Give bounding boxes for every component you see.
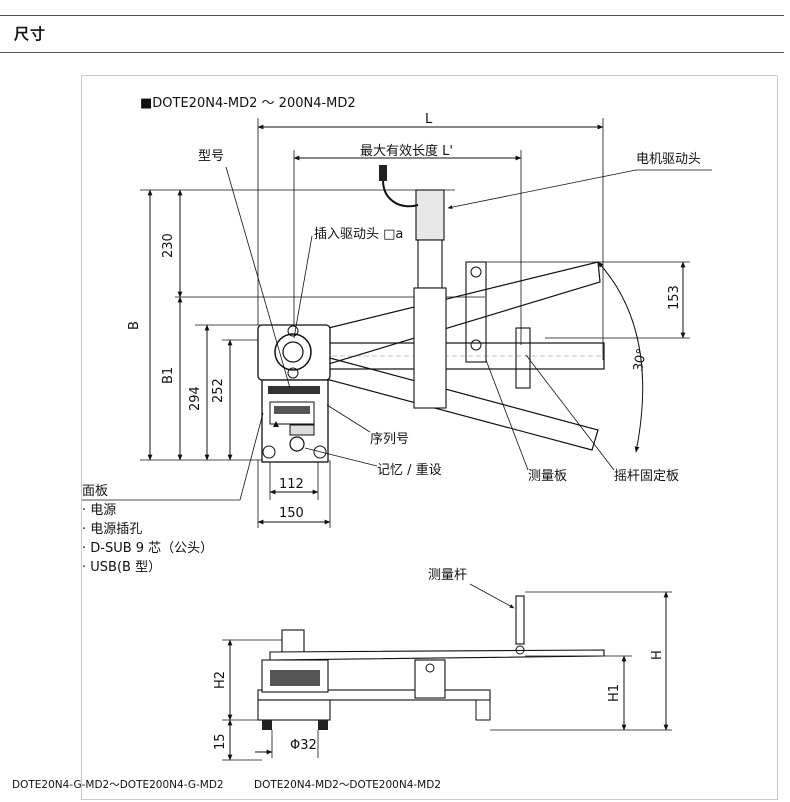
- leader-motor-head: [447, 169, 637, 210]
- leader-memory-reset: [304, 447, 378, 467]
- rocker-plate: [465, 261, 487, 363]
- drive-socket-inner: [282, 341, 304, 363]
- label-measure-rod: 测量杆: [428, 568, 467, 583]
- dim-230-label: 230: [161, 233, 176, 258]
- bolt: [287, 367, 299, 379]
- label-memory-reset: 记忆 / 重设: [377, 462, 442, 478]
- key-button: [289, 424, 315, 436]
- drive-socket-outer: [274, 333, 312, 371]
- section-title: 尺寸: [14, 25, 47, 43]
- side-arm: [269, 649, 605, 661]
- foot: [313, 445, 327, 459]
- dim-H2-label: H2: [213, 671, 228, 689]
- label-serial: 序列号: [370, 432, 409, 447]
- model-plate: [268, 386, 320, 394]
- dim-112-label: 112: [279, 477, 304, 492]
- warning-mark: [273, 421, 279, 427]
- dim-phi32-label: Φ32: [290, 738, 317, 753]
- drive-column: [413, 287, 447, 409]
- side-base-plate: [257, 689, 491, 701]
- dim-angle-label: 30°: [631, 347, 650, 372]
- arm-upper: [299, 261, 601, 373]
- side-rod-tip: [515, 645, 525, 655]
- label-model: 型号: [198, 149, 224, 164]
- dim-L-label: L: [425, 112, 433, 127]
- label-insert-drive: 插入驱动头 □a: [314, 227, 403, 242]
- panel-item: · 电源插孔: [82, 522, 142, 537]
- dim-294-label: 294: [188, 386, 203, 411]
- side-measure-plate: [414, 659, 446, 699]
- side-foot: [262, 720, 272, 730]
- side-foot-right: [475, 699, 491, 721]
- dim-15-label: 15: [213, 733, 228, 750]
- panel-leader: [239, 412, 264, 501]
- leader-measure-rod: [469, 583, 515, 609]
- dim-H1-label: H1: [607, 684, 622, 702]
- drive-shaft: [417, 239, 443, 289]
- panel-title: 面板: [82, 484, 108, 499]
- leader-rocker-plate: [525, 354, 615, 471]
- dim-B-label: B: [127, 321, 142, 330]
- motor-cable: [382, 179, 419, 208]
- panel-item: · 电源: [82, 503, 116, 518]
- panel-item: · D-SUB 9 芯（公头）: [82, 541, 213, 556]
- rocker-hole: [470, 339, 482, 351]
- motor-drive-head: [415, 189, 445, 241]
- bolt: [287, 325, 299, 337]
- cable-plug: [379, 165, 387, 181]
- memory-reset-button: [289, 436, 305, 452]
- label-rocker-plate: 摇杆固定板: [614, 469, 679, 484]
- drawing-frame: [81, 75, 778, 800]
- dim-150-label: 150: [279, 506, 304, 521]
- side-foot: [318, 720, 328, 730]
- caption-right: DOTE20N4-MD2～DOTE200N4-MD2: [254, 779, 441, 791]
- dim-B1-label: B1: [161, 367, 176, 384]
- leader-measure-plate: [485, 359, 529, 471]
- rocker-hole: [470, 266, 482, 278]
- dim-max-len-label: 最大有效长度 L': [360, 143, 453, 159]
- label-motor-head: 电机驱动头: [636, 152, 701, 167]
- display-screen: [274, 406, 310, 414]
- leader-model: [225, 166, 291, 389]
- series-title: ■DOTE20N4-MD2 ～ 200N4-MD2: [140, 96, 356, 111]
- arm-lower: [299, 349, 599, 451]
- dim-angle-arc: [597, 261, 644, 453]
- side-hole: [425, 663, 435, 673]
- leader-serial: [326, 404, 371, 433]
- dim-252-label: 252: [211, 378, 226, 403]
- dim-H-label: H: [650, 650, 665, 660]
- panel-item: · USB(B 型）: [82, 560, 161, 575]
- rocker-fixing-plate: [515, 327, 531, 389]
- header-rule-bottom: [0, 52, 784, 53]
- side-display: [270, 670, 320, 686]
- label-measure-plate: 测量板: [528, 469, 567, 484]
- head-housing: [257, 324, 331, 381]
- leader-insert-drive: [293, 235, 313, 339]
- dim-153-label: 153: [667, 285, 682, 310]
- section-header: 尺寸: [0, 0, 790, 70]
- side-base-block: [257, 699, 331, 721]
- side-measure-rod: [515, 595, 525, 645]
- header-rule-top: [0, 15, 784, 16]
- caption-left: DOTE20N4-G-MD2～DOTE200N4-G-MD2: [12, 779, 224, 791]
- foot: [262, 445, 276, 459]
